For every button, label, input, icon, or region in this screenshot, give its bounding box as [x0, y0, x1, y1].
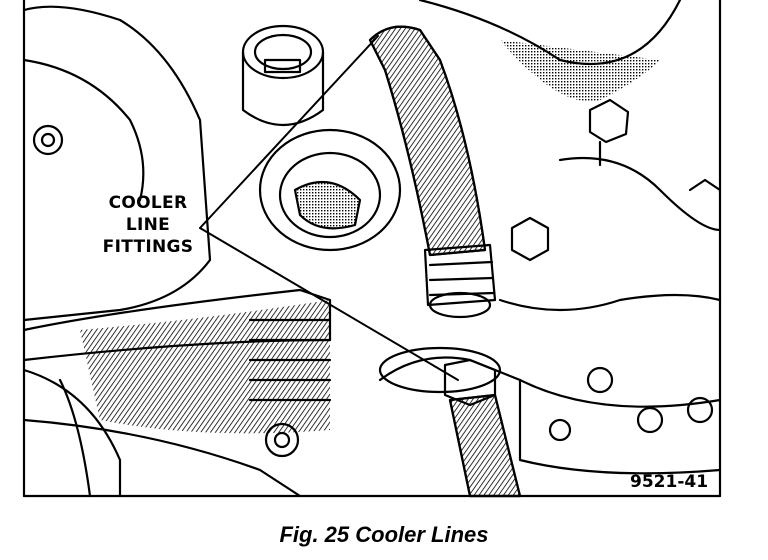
sensor-connector — [241, 24, 325, 127]
bolt-upper-right — [588, 98, 630, 167]
cooler-lines-illustration — [22, 0, 722, 498]
oil-pan — [22, 288, 332, 498]
callout-cooler-line-fittings: COOLER LINE FITTINGS — [92, 192, 204, 258]
housing-upper-left — [22, 5, 212, 322]
bolt-hole-left — [32, 124, 64, 156]
callout-line-1: COOLER — [108, 193, 188, 213]
figure-reference-number: 9521-41 — [630, 472, 709, 492]
callout-line-2: LINE — [125, 215, 171, 235]
cooler-hose-upper — [368, 25, 497, 319]
valve-body — [498, 293, 722, 312]
cooler-port-upper — [258, 128, 402, 252]
callout-leaders — [199, 35, 459, 381]
bolt-middle — [510, 216, 550, 262]
callout-line-3: FITTINGS — [102, 237, 194, 257]
cooler-hose-lower — [378, 346, 522, 498]
figure-caption: Fig. 25 Cooler Lines — [279, 522, 489, 547]
